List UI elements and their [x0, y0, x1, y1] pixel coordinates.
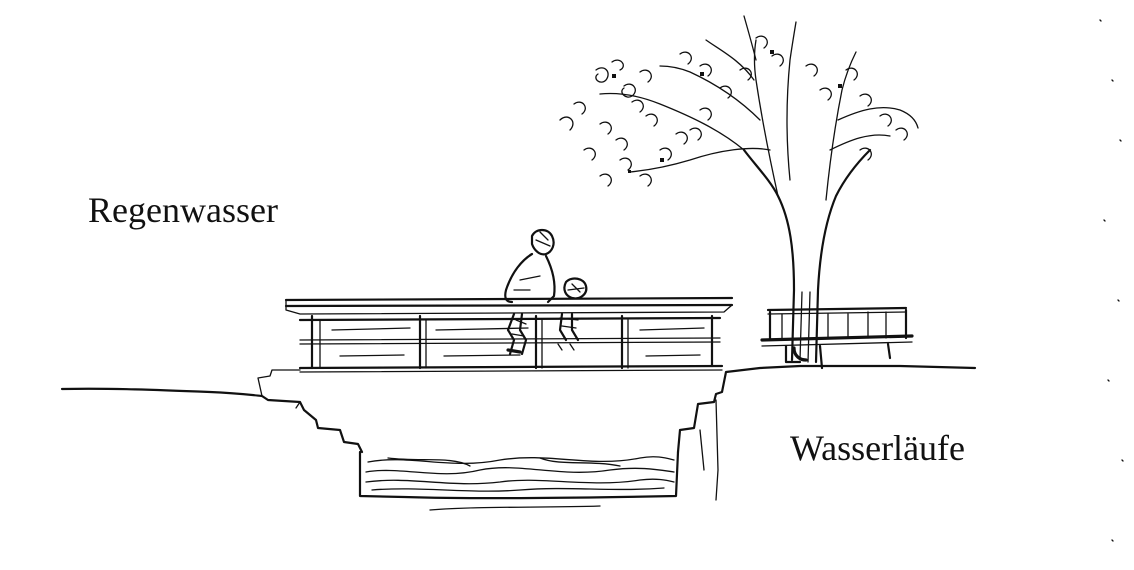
bench [760, 306, 914, 370]
label-rainwater: Regenwasser [88, 190, 278, 230]
bridge [284, 296, 734, 373]
child-figure [557, 277, 588, 351]
paper-speckle [1099, 19, 1124, 542]
tree [559, 15, 919, 364]
right-bank [676, 364, 977, 501]
person-figure [504, 228, 556, 356]
stream-channel [358, 450, 680, 511]
label-watercourses: Wasserläufe [790, 428, 966, 468]
left-bank [60, 369, 364, 454]
